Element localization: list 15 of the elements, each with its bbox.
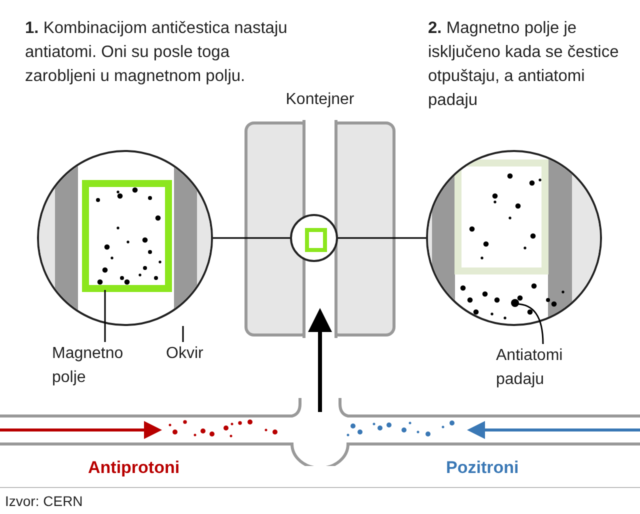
callout-text: Okvir: [166, 344, 204, 364]
connector-line: [213, 237, 290, 239]
arrow: [308, 308, 332, 412]
step-text: 2. Magnetno polje je isključeno kada se čestice otpuštaju, a antiatomi padaju: [428, 18, 620, 111]
source-note: Izvor: CERN: [5, 492, 83, 511]
leader-line: [338, 237, 426, 239]
callout-text: Kontejner: [286, 90, 354, 110]
callout-text: Antiatomi padaju: [496, 346, 564, 390]
leader-line: [182, 326, 184, 342]
step-text: 1. Kombinacijom antičestica nastaju antiatomi. Oni su posle toga zarobljeni u magnetnom polju.: [25, 18, 288, 87]
leader-line: [104, 290, 106, 342]
callout-text: Magnetno polje: [52, 344, 124, 388]
magnetic-field-frame: [82, 180, 172, 292]
particle-label: Pozitroni: [446, 457, 519, 479]
particle-label: Antiprotoni: [88, 457, 180, 479]
